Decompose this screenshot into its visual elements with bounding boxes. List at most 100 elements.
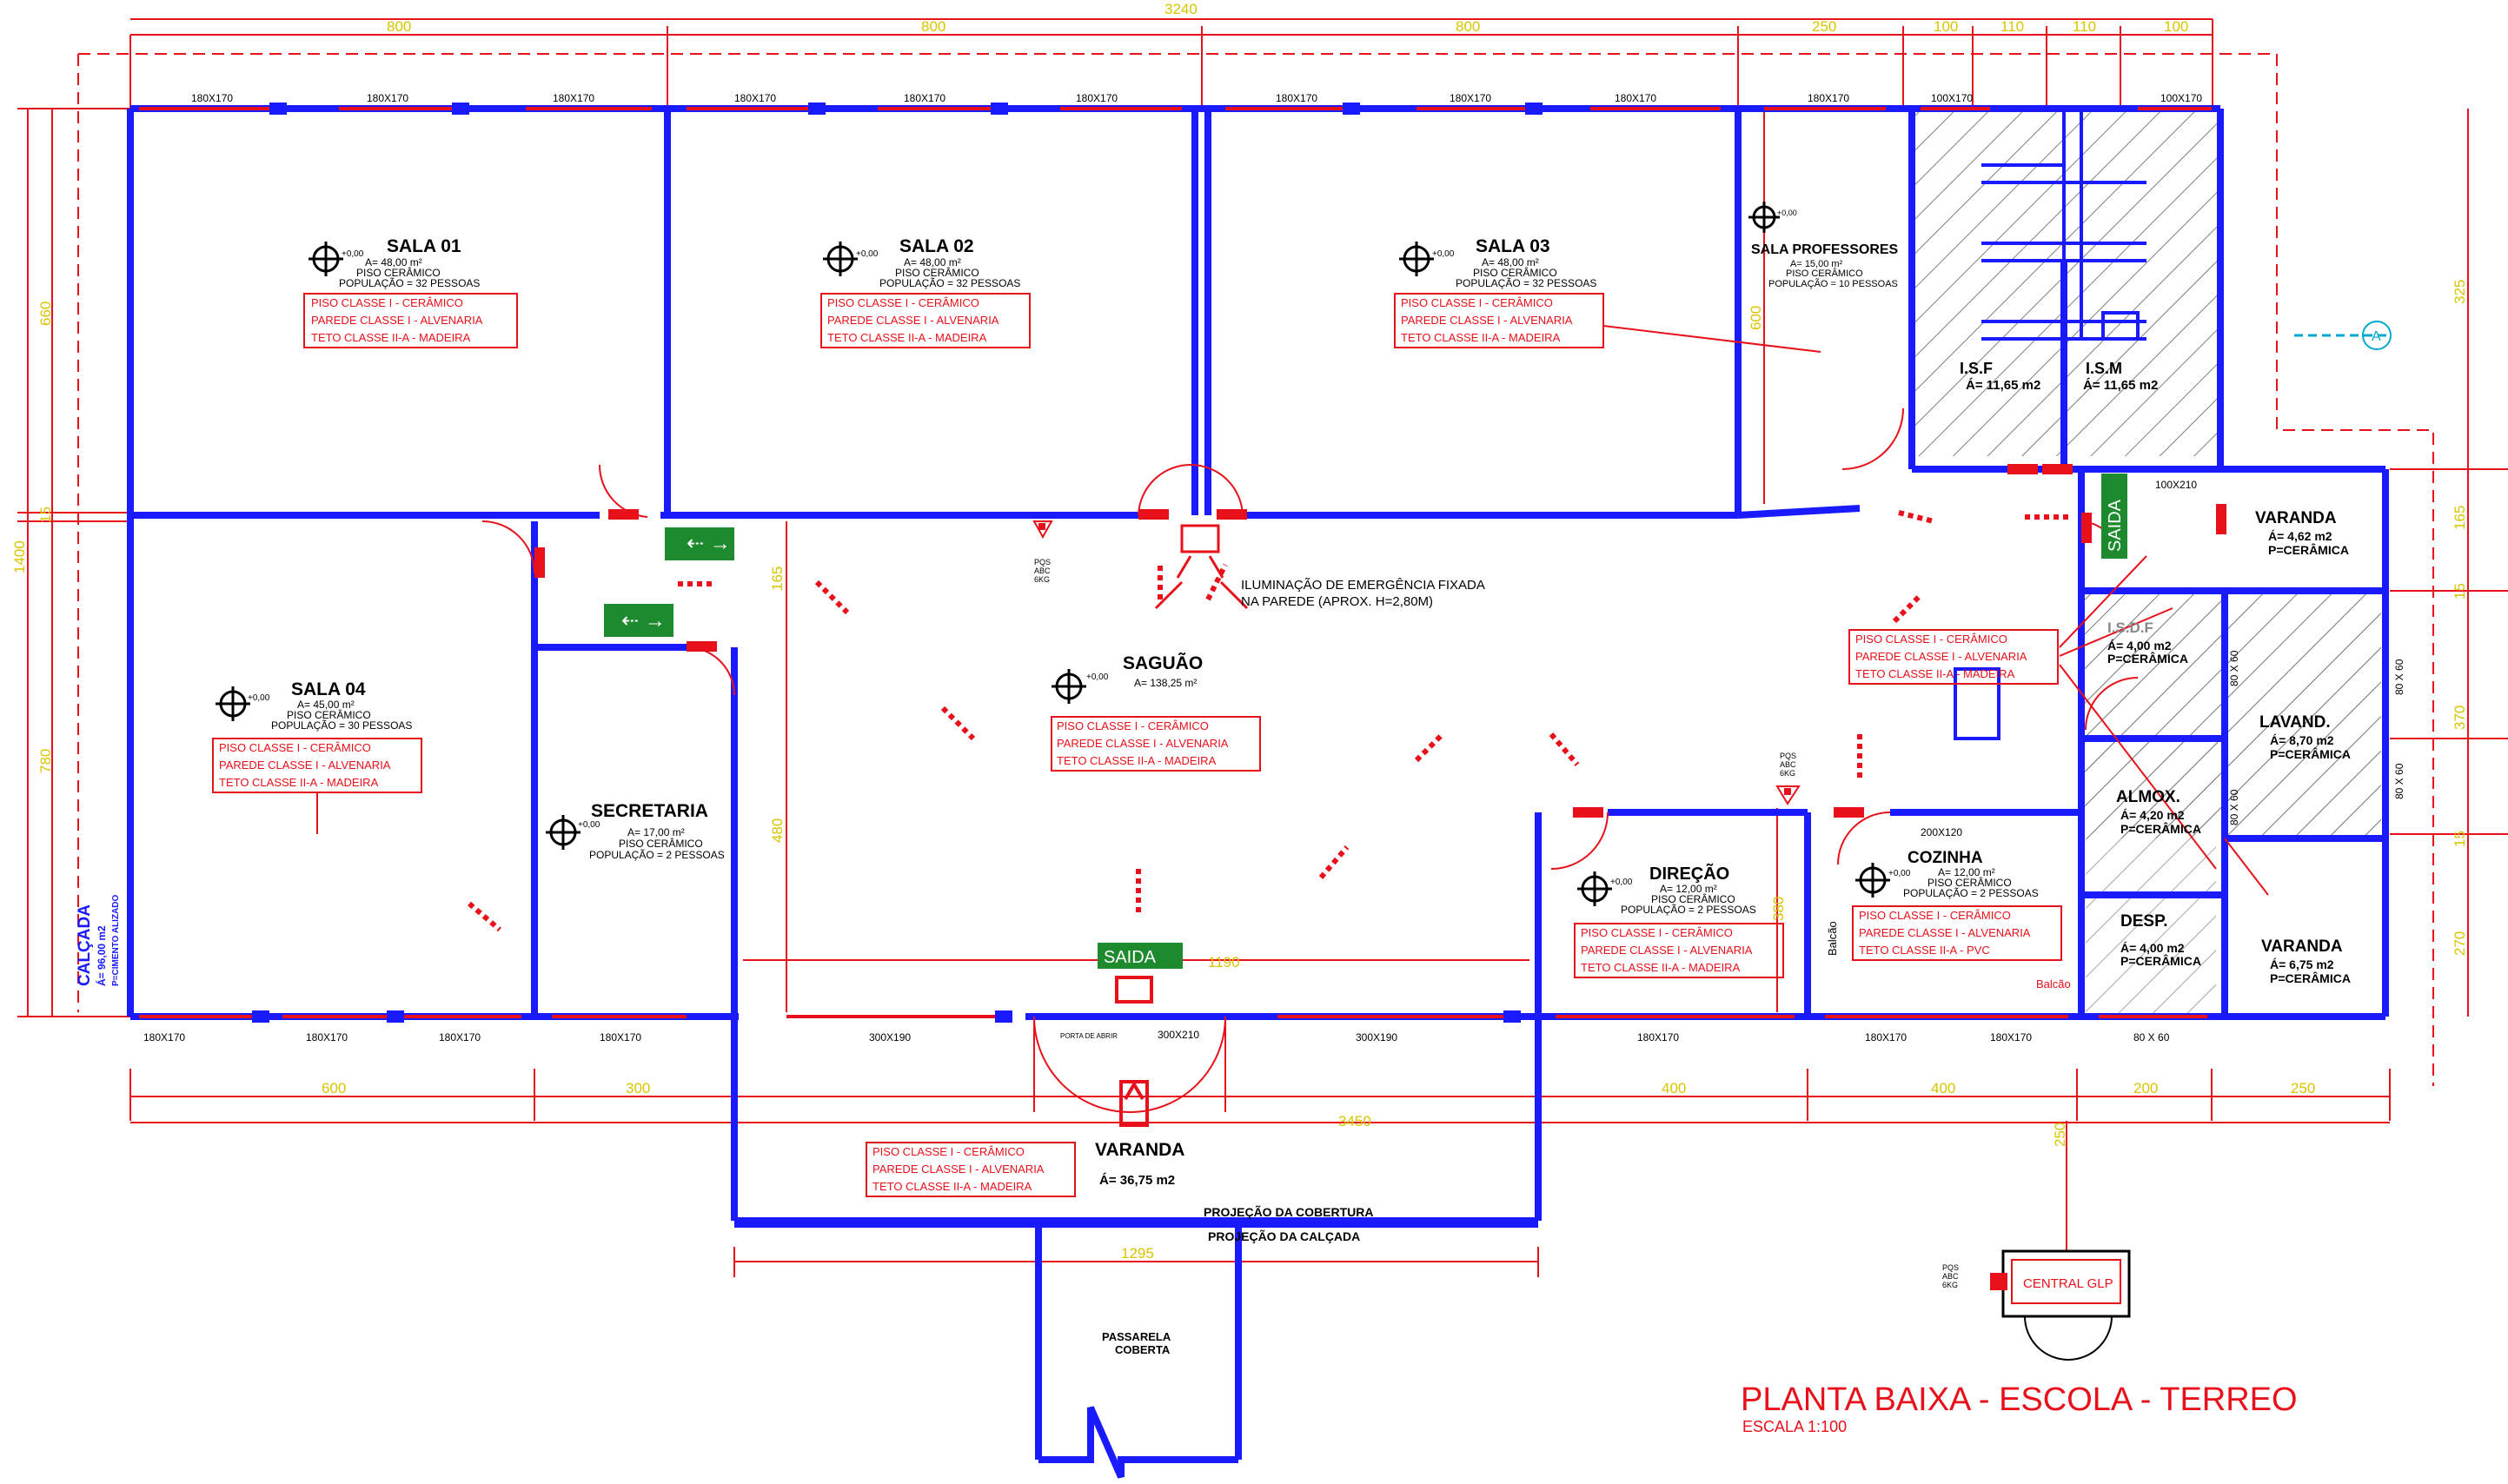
room-area-professores: A= 15,00 m² (1790, 259, 1843, 269)
room-area-varanda1: Á= 4,62 m2 (2268, 529, 2332, 543)
room-pop-professores: POPULAÇÃO = 10 PESSOAS (1768, 278, 1898, 289)
dim-270: 270 (2452, 931, 2468, 956)
window-label-b3: 180X170 (439, 1031, 481, 1043)
room-floor-lavand: P=CERÂMICA (2270, 746, 2351, 761)
svg-text:⇠ →: ⇠ → (621, 609, 666, 633)
room-area-sala03: A= 48,00 m² (1482, 256, 1539, 268)
window-label-t5: 180X170 (904, 92, 945, 104)
room-area-sala02: A= 48,00 m² (904, 256, 961, 268)
room-floor-almox: P=CERÂMICA (2120, 821, 2201, 836)
room-area-isdf: Á= 4,00 m2 (2107, 639, 2172, 653)
dim-total-bottom: 3450 (1338, 1113, 1371, 1130)
dim-250-v: 250 (2052, 1123, 2068, 1147)
finish3-saguao: TETO CLASSE II-A - MADEIRA (1057, 754, 1217, 767)
pqs-label-2c: 6KG (1780, 769, 1795, 778)
section-marker-label: A (2372, 329, 2381, 344)
svg-text:⇠ →: ⇠ → (687, 532, 731, 555)
window-label-b11: 80 X 60 (2133, 1031, 2170, 1043)
finish1-varanda: PISO CLASSE I - CERÂMICO (872, 1145, 1025, 1158)
window-label-t6: 180X170 (1076, 92, 1118, 104)
level-sala04: +0,00 (248, 693, 270, 703)
room-area-secretaria: A= 17,00 m² (627, 826, 685, 838)
room-title-secretaria: SECRETARIA (591, 801, 708, 821)
room-pop-direcao: POPULAÇÃO = 2 PESSOAS (1621, 904, 1756, 916)
pqs-label-2a: PQS (1780, 752, 1796, 760)
finish2-sala02: PAREDE CLASSE I - ALVENARIA (827, 314, 999, 327)
door-label-isdf: 100X210 (2155, 479, 2197, 491)
window-label-t7: 180X170 (1276, 92, 1317, 104)
dim-165: 165 (769, 566, 786, 591)
window-label-b9: 180X170 (1865, 1031, 1907, 1043)
dim-380: 380 (1770, 897, 1787, 921)
level-direcao: +0,00 (1610, 878, 1633, 887)
room-floor-cozinha: PISO CERÂMICO (1927, 876, 2012, 889)
room-pop-sala02: POPULAÇÃO = 32 PESSOAS (879, 277, 1020, 289)
emergency-lights (534, 464, 2226, 818)
window-label-b4: 180X170 (600, 1031, 641, 1043)
window-label-isdf: 80 X 60 (2228, 650, 2240, 686)
level-sala03: +0,00 (1432, 249, 1455, 259)
dim-1400: 1400 (11, 540, 28, 573)
finish3-sala01: TETO CLASSE II-A - MADEIRA (311, 331, 471, 344)
window-label-b10: 180X170 (1990, 1031, 2032, 1043)
finish-boxes (212, 293, 2269, 1197)
level-sala01: +0,00 (342, 249, 364, 259)
calcada-title: CALÇADA (76, 904, 94, 986)
window-frames (252, 103, 1543, 1023)
level-secretaria: +0,00 (578, 820, 600, 830)
dim-100-b: 100 (2164, 18, 2188, 35)
emergency-light-note-2: NA PAREDE (APROX. H=2,80M) (1241, 594, 1433, 609)
window-label-t10: 180X170 (1808, 92, 1849, 104)
room-area-almox: Á= 4,20 m2 (2120, 808, 2185, 822)
window-label-b2: 180X170 (306, 1031, 348, 1043)
room-floor-varanda2: P=CERÂMICA (2270, 971, 2351, 985)
level-sala02: +0,00 (856, 249, 879, 259)
level-professores: +0,00 (1777, 209, 1797, 217)
finish1-direcao: PISO CLASSE I - CERÂMICO (1581, 926, 1733, 939)
balcao-label-2: Balcão (2036, 977, 2071, 990)
central-glp (1990, 1249, 2131, 1361)
finish3-cozinha: TETO CLASSE II-A - PVC (1859, 944, 1990, 957)
room-area-saguao: A= 138,25 m² (1134, 677, 1197, 689)
hatched-wet-areas (1912, 109, 2381, 1017)
dim-800-c: 800 (1456, 18, 1480, 35)
room-area-sala01: A= 48,00 m² (365, 256, 422, 268)
room-floor-secretaria: PISO CERÂMICO (619, 837, 703, 850)
room-floor-isdf: P=CERÂMICA (2107, 651, 2188, 666)
window-label-t8: 180X170 (1450, 92, 1491, 104)
dimension-lines (17, 18, 2508, 1277)
exit-sign-2: ⇠ → (604, 604, 673, 637)
level-saguao: +0,00 (1086, 672, 1109, 682)
room-area-isf: Á= 11,65 m2 (1966, 378, 2040, 393)
calcada-area: Á= 96,00 m2 (95, 925, 108, 986)
dim-200: 200 (2133, 1080, 2158, 1096)
finish2-sala01: PAREDE CLASSE I - ALVENARIA (311, 314, 483, 327)
window-label-b1: 180X170 (143, 1031, 185, 1043)
window-label-lavand-2: 80 X 60 (2393, 763, 2405, 799)
saida-label-side: SAIDA (2106, 499, 2125, 552)
finish3-sala04: TETO CLASSE II-A - MADEIRA (219, 776, 379, 789)
room-title-saguao: SAGUÃO (1123, 653, 1203, 673)
pqs-label-1b: ABC (1034, 566, 1051, 575)
dim-480: 480 (769, 818, 786, 843)
dimension-texts: 3240 800 800 800 250 100 110 110 100 600… (11, 1, 2468, 1262)
dim-400-b: 400 (1931, 1080, 1955, 1096)
room-area-direcao: A= 12,00 m² (1660, 883, 1717, 895)
level-markers (216, 202, 1890, 906)
windows (139, 107, 2212, 1018)
dim-530: 325 (2452, 280, 2468, 304)
drawing-title: PLANTA BAIXA - ESCOLA - TERREO (1741, 1381, 2298, 1418)
window-label-b8: 180X170 (1637, 1031, 1679, 1043)
window-label-t12: 100X170 (2160, 92, 2202, 104)
room-floor-sala03: PISO CERÂMICO (1473, 266, 1557, 279)
dim-1295: 1295 (1121, 1245, 1154, 1262)
exit-sign-1: ⇠ → (665, 527, 734, 560)
pqs-label-1c: 6KG (1034, 575, 1050, 584)
exit-sign-saida-side: SAIDA (2101, 474, 2127, 559)
room-area-sala04: A= 45,00 m² (297, 699, 355, 711)
projection-sidewalk-label: PROJEÇÃO DA CALÇADA (1208, 1229, 1360, 1243)
room-title-isdf: I.S.D.F (2107, 619, 2153, 636)
dim-800-a: 800 (387, 18, 411, 35)
finish2-cozinha: PAREDE CLASSE I - ALVENARIA (1859, 926, 2031, 939)
